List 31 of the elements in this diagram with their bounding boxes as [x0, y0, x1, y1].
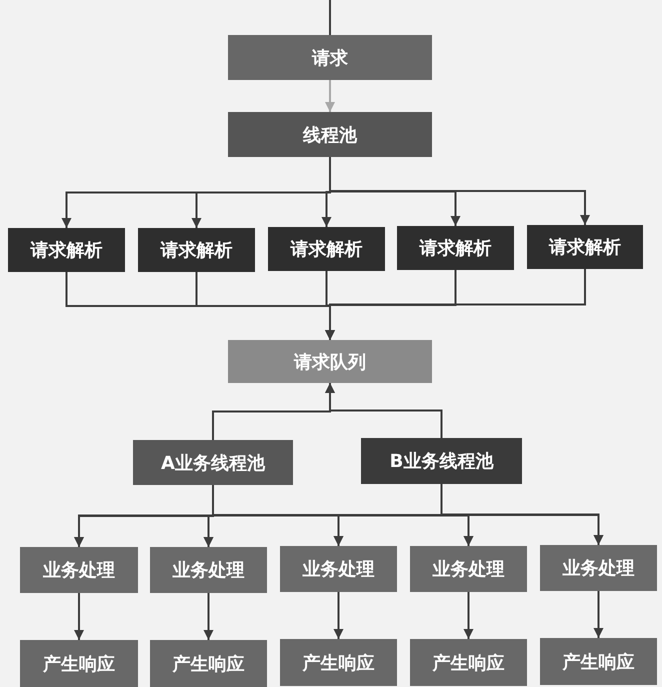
response-box: 产生响应	[410, 639, 527, 686]
arrow	[325, 383, 442, 438]
arrow	[329, 157, 590, 225]
process-box: 业务处理	[410, 546, 527, 592]
thread-pool-box: B业务线程池	[361, 438, 522, 484]
response-box: 产生响应	[540, 638, 657, 685]
response-box: 产生响应	[150, 640, 267, 687]
request-box: 请求	[228, 35, 432, 80]
arrow	[74, 593, 84, 640]
response-box: 产生响应	[280, 639, 397, 686]
arrow	[204, 593, 214, 640]
queue-box: 请求队列	[228, 340, 432, 383]
process-box: 业务处理	[20, 547, 138, 593]
thread-pool-box: A业务线程池	[133, 440, 293, 485]
arrow	[325, 80, 335, 112]
arrow	[440, 484, 604, 545]
process-box: 业务处理	[280, 546, 397, 592]
parse-box: 请求解析	[268, 227, 385, 271]
parse-box: 请求解析	[397, 226, 514, 270]
thread-pool-box: 线程池	[228, 112, 432, 157]
arrow	[594, 591, 604, 638]
response-box: 产生响应	[20, 640, 138, 687]
arrow	[325, 269, 586, 340]
arrow	[464, 592, 474, 639]
process-box: 业务处理	[540, 545, 657, 591]
parse-box: 请求解析	[527, 225, 643, 269]
arrow	[334, 592, 344, 639]
parse-box: 请求解析	[138, 228, 255, 272]
parse-box: 请求解析	[8, 228, 125, 272]
process-box: 业务处理	[150, 547, 267, 593]
line	[329, 0, 331, 35]
